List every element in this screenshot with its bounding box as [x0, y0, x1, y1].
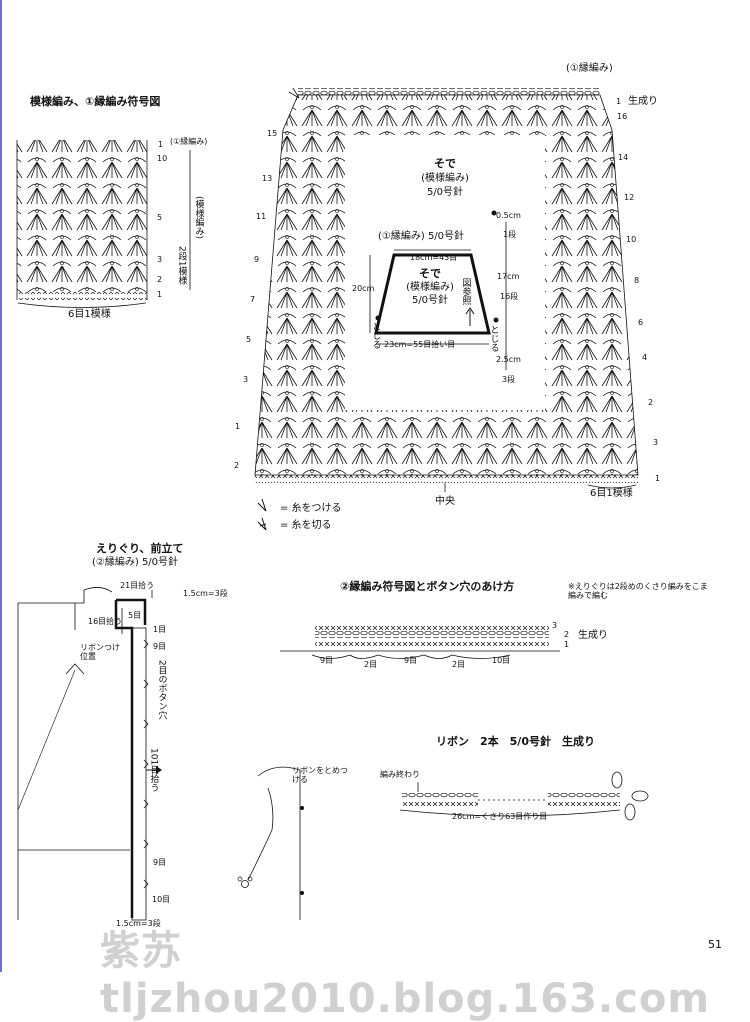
collar-top-cm: 1.5cm=3段 [183, 589, 228, 598]
legend-cut: = 糸を切る [280, 520, 332, 531]
sleeve-left-row-7: 7 [250, 295, 256, 304]
pattern-row-5: 5 [157, 213, 163, 222]
collar-nine-top: 9目 [153, 642, 167, 651]
sleeve-left-row-1: 1 [235, 422, 241, 431]
schematic-d1-rows: 1段 [503, 230, 517, 239]
body-outline-graphic [17, 587, 162, 921]
chart2-row-1: 1 [564, 640, 570, 649]
pattern-row-10: 10 [157, 154, 168, 163]
collar-ribbon-pos: リボンつけ位置 [80, 643, 120, 662]
page-number: 51 [708, 938, 722, 951]
legend-attach: = 糸をつける [280, 503, 342, 514]
collar-pick21: 21目拾う [120, 581, 155, 590]
sleeve-left-row-15: 15 [267, 129, 278, 138]
pattern-chart-repeat-stitches: 6目1模様 [68, 309, 111, 320]
sleeve-title: そで [434, 157, 456, 170]
schematic-ref-chart: 図参照 [460, 278, 471, 305]
sleeve-right-row-12: 12 [624, 193, 635, 202]
pattern-row-1-top: 1 [158, 140, 164, 149]
sleeve-right-row-1-top: 1 [616, 97, 622, 106]
schematic-join-right: とじる [488, 325, 499, 352]
collar-nine-bottom: 9目 [153, 858, 167, 867]
ribbon-attach: リボンをとめつける [292, 766, 348, 785]
watermark: 紫苏tljzhou2010.blog.163.com [100, 928, 710, 1022]
chart2-row-3: 3 [552, 621, 558, 630]
sleeve-right-row-3: 3 [653, 438, 659, 447]
pattern-chart-vertical-note: (模様編み) [193, 196, 204, 240]
ribbon-end: 編み終わり [380, 770, 420, 779]
chart2-span-9b: 9目 [404, 656, 418, 665]
chart2-span-10: 10目 [492, 656, 511, 665]
sleeve-left-row-9: 9 [254, 255, 260, 264]
chart2-note: ※えりぐりは2段めのくさり編みをこま編みで編む [568, 582, 708, 601]
chart2-row-2: 2 [564, 630, 570, 639]
pattern-row-2: 2 [157, 275, 163, 284]
collar-buttonhole: 2目のボタン穴 [156, 660, 167, 720]
sleeve-left-row-2: 2 [234, 461, 240, 470]
legend-icons [257, 498, 267, 531]
sleeve-repeat: 6目1模様 [590, 488, 633, 499]
sleeve-left-row-5: 5 [246, 335, 252, 344]
schematic-d3-cm: 2.5cm [496, 355, 521, 364]
chart2-span-9a: 9目 [320, 656, 334, 665]
schematic-d2-cm: 17cm [497, 272, 520, 281]
schematic-top: 18cm=43目 [410, 253, 458, 262]
schematic-height: 20cm [352, 284, 375, 293]
sleeve-right-row-16: 16 [617, 112, 628, 121]
sleeve-left-row-11: 11 [256, 212, 267, 221]
diagram-drawing [16, 87, 649, 921]
sleeve-right-row-1: 1 [655, 474, 661, 483]
pattern-chart-graphic [16, 140, 191, 308]
collar-five: 5目 [128, 611, 142, 620]
schematic-d1-cm: 0.5cm [496, 211, 521, 220]
sleeve-left-row-3: 3 [243, 375, 249, 384]
ribbon-title: リボン 2本 5/0号針 生成り [436, 735, 595, 748]
sleeve-right-row-6: 6 [638, 318, 644, 327]
sleeve-right-row-8: 8 [634, 276, 640, 285]
pattern-chart-repeat-rows: 2段1模様 [176, 246, 187, 285]
schematic-inner-needle: 5/0号針 [411, 295, 449, 306]
collar-one-top: 1目 [153, 625, 167, 634]
sleeve-left-row-13: 13 [262, 174, 273, 183]
chart2-color: 生成り [578, 630, 608, 641]
chart2-graphic [280, 623, 560, 659]
collar-pick101: 101目拾う [148, 748, 159, 793]
sleeve-center: 中央 [435, 496, 455, 507]
schematic-d3-rows: 3段 [502, 375, 516, 384]
schematic-inner-title: そで [419, 267, 441, 280]
sleeve-right-row-2: 2 [648, 398, 654, 407]
sleeve-right-row-10: 10 [626, 235, 637, 244]
schematic-inner-sub: (模様編み) [406, 282, 454, 293]
pattern-row-1: 1 [157, 290, 163, 299]
sleeve-needle: 5/0号針 [426, 187, 464, 198]
schematic-edge: (①縁編み) 5/0号針 [378, 231, 465, 242]
sleeve-right-row-14: 14 [618, 153, 629, 162]
chart2-title: ②縁編み符号図とボタン穴のあけ方 [340, 580, 515, 593]
sleeve-right-row-4: 4 [642, 353, 648, 362]
sleeve-schematic-graphic [369, 210, 507, 370]
sleeve-yarn-color: 生成り [628, 96, 658, 107]
pattern-chart-edge-note: (①縁編み) [170, 137, 208, 146]
collar-title: えりぐり、前立て [96, 542, 184, 555]
sleeve-edge-label: (①縁編み) [566, 63, 613, 74]
chart2-span-2b: 2目 [452, 660, 466, 669]
collar-subtitle: (②縁編み) 5/0号針 [92, 557, 179, 568]
ribbon-attach-graphic [237, 766, 304, 920]
collar-ten: 10目 [152, 895, 171, 904]
collar-sixteen: 16目拾う [88, 617, 123, 626]
schematic-d2-rows: 16段 [500, 292, 519, 301]
pattern-chart-title: 模様編み、①縁編み符号図 [30, 95, 161, 108]
schematic-join-left: とじる [370, 322, 381, 349]
ribbon-graphic [399, 771, 649, 821]
page-edge-bar [0, 0, 2, 972]
pattern-row-3: 3 [157, 255, 163, 264]
ribbon-length: 26cm=くさり63目作り目 [452, 812, 548, 821]
sleeve-subtitle: (模様編み) [421, 173, 469, 184]
chart2-span-2a: 2目 [364, 660, 378, 669]
schematic-bottom: 23cm=55目拾い目 [384, 340, 456, 349]
collar-bottom-cm: 1.5cm=3段 [116, 919, 161, 928]
